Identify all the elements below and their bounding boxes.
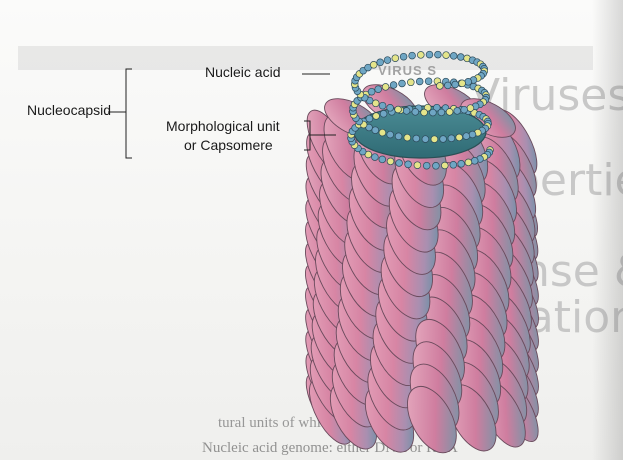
- nucleic-acid-bead: [425, 78, 432, 85]
- nucleic-acid-bead: [422, 136, 429, 143]
- nucleic-acid-bead: [409, 52, 416, 59]
- page-edge-shadow: [592, 0, 623, 460]
- nucleic-acid-bead: [456, 134, 463, 141]
- nucleic-acid-bead: [441, 162, 448, 169]
- nucleic-acid-bead: [370, 61, 377, 68]
- nucleic-acid-bead: [416, 78, 423, 85]
- nucleic-acid-bead: [467, 105, 474, 112]
- nucleic-acid-bead: [443, 52, 450, 59]
- nucleic-acid-bead: [417, 52, 424, 59]
- nucleic-acid-bead: [373, 113, 380, 120]
- nucleic-acid-bead: [407, 79, 414, 86]
- nucleic-acid-bead: [433, 162, 440, 169]
- nucleic-acid-bead: [436, 83, 443, 90]
- nucleocapsid-bracket: [126, 69, 132, 158]
- nucleic-acid-bead: [469, 131, 476, 138]
- nucleic-acid-bead: [387, 131, 394, 138]
- nucleic-acid-bead: [372, 154, 379, 161]
- nucleic-acid-bead: [450, 161, 457, 168]
- nucleic-acid-bead: [435, 51, 442, 58]
- nucleic-acid-bead: [375, 86, 382, 93]
- nucleic-acid-bead: [444, 82, 451, 89]
- nucleic-acid-bead: [380, 110, 387, 117]
- nucleic-acid-bead: [463, 133, 470, 140]
- nucleic-acid-bead: [431, 136, 438, 143]
- nucleic-acid-bead: [423, 162, 430, 169]
- nucleic-acid-bead: [366, 115, 373, 122]
- nucleic-acid-bead: [421, 109, 428, 116]
- nucleic-acid-bead: [448, 135, 455, 142]
- nucleic-acid-bead: [461, 106, 468, 113]
- nucleic-acid-bead: [399, 80, 406, 87]
- nucleic-acid-bead: [454, 108, 461, 115]
- nucleic-acid-bead: [377, 59, 384, 66]
- nucleic-acid-bead: [413, 135, 420, 142]
- nucleic-acid-bead: [379, 102, 386, 109]
- nucleic-acid-bead: [471, 157, 478, 164]
- nucleic-acid-bead: [446, 109, 453, 116]
- nucleic-acid-bead: [430, 109, 437, 116]
- nucleic-acid-bead: [395, 106, 402, 113]
- nucleic-acid-bead: [412, 109, 419, 116]
- nucleic-acid-bead: [395, 133, 402, 140]
- nucleic-acid-bead: [438, 109, 445, 116]
- nucleic-acid-bead: [368, 88, 375, 95]
- nucleic-acid-bead: [414, 162, 421, 169]
- nucleic-acid-bead: [458, 160, 465, 167]
- nucleic-acid-bead: [450, 53, 457, 60]
- nucleic-acid-bead: [400, 53, 407, 60]
- nucleic-acid-bead: [372, 127, 379, 134]
- label-capsomere: or Capsomere: [184, 137, 273, 153]
- nucleic-acid-bead: [392, 55, 399, 62]
- nucleic-acid-bead: [404, 134, 411, 141]
- nucleic-acid-bead: [459, 80, 466, 87]
- nucleic-acid-bead: [403, 108, 410, 115]
- nucleic-acid-bead: [440, 136, 447, 143]
- nucleic-acid-bead: [457, 54, 464, 61]
- nucleic-acid-bead: [405, 161, 412, 168]
- nucleic-acid-bead: [452, 81, 459, 88]
- nucleic-acid-bead: [465, 78, 472, 85]
- nucleic-acid-bead: [396, 160, 403, 167]
- nucleic-acid-bead: [426, 51, 433, 58]
- nucleic-acid-bead: [387, 104, 394, 111]
- label-nucleic-acid: Nucleic acid: [205, 64, 280, 80]
- nucleic-acid-bead: [384, 57, 391, 64]
- label-morphological-unit: Morphological unit: [166, 118, 280, 134]
- nucleic-acid-bead: [387, 158, 394, 165]
- label-nucleocapsid: Nucleocapsid: [27, 102, 111, 118]
- nucleic-acid-bead: [465, 159, 472, 166]
- nucleic-acid-bead: [379, 156, 386, 163]
- nucleic-acid-bead: [390, 82, 397, 89]
- nucleic-acid-bead: [382, 84, 389, 91]
- nucleic-acid-bead: [379, 129, 386, 136]
